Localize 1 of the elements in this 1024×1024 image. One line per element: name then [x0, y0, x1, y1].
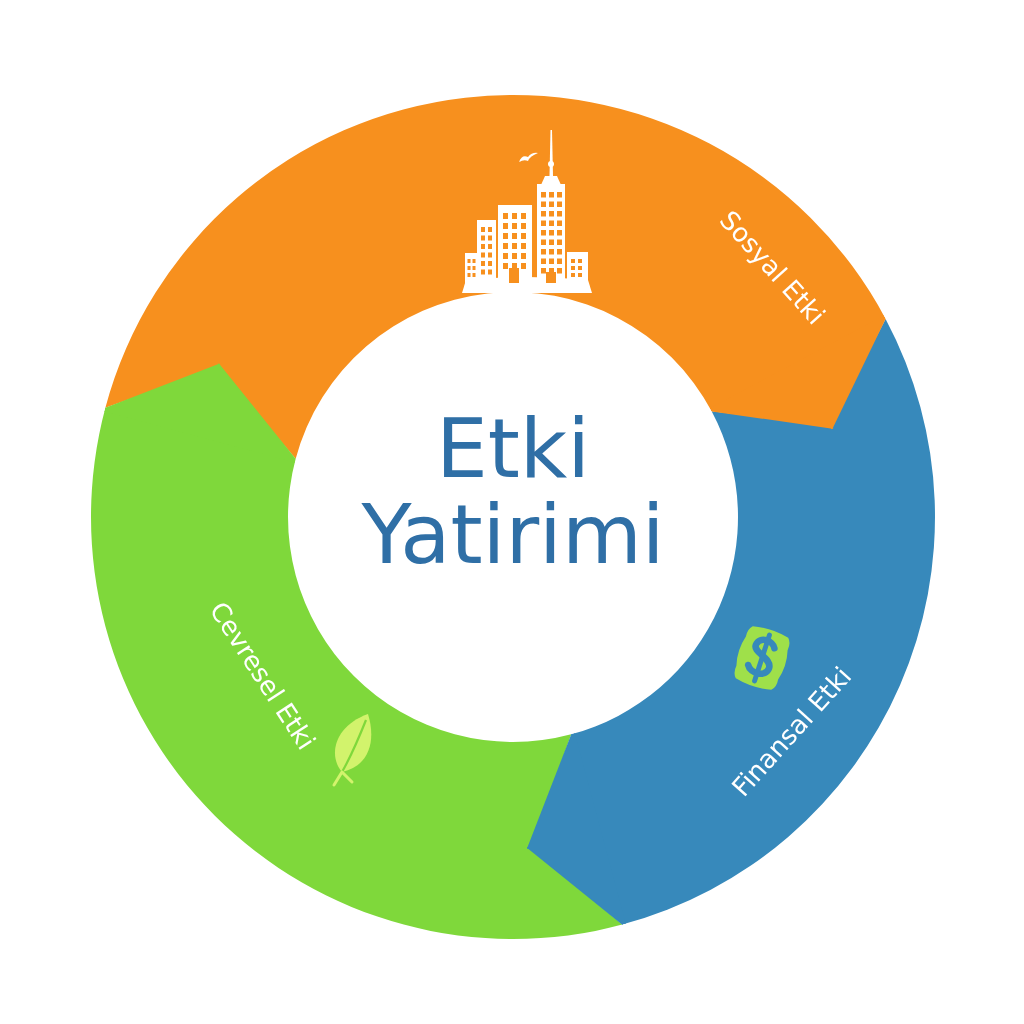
- center-title: Etki Yatirimi: [360, 405, 666, 579]
